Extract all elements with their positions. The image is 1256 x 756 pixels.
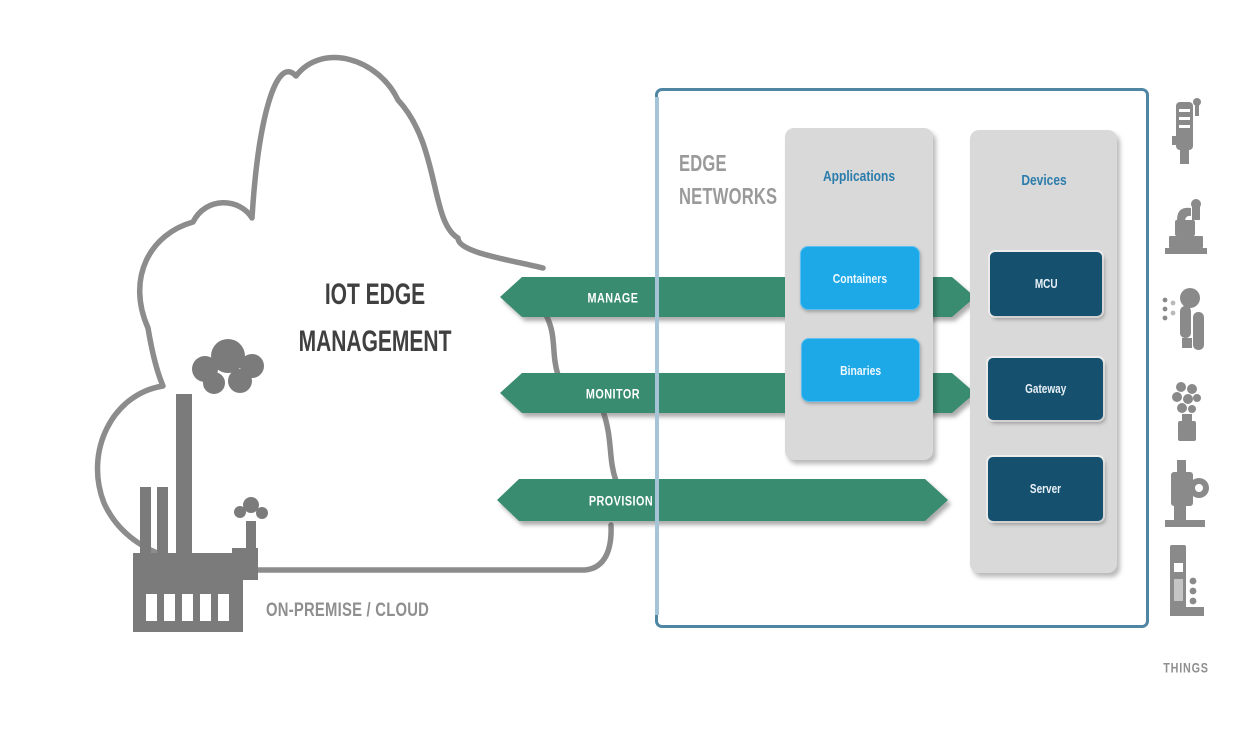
- pump-icon: [1165, 460, 1209, 527]
- edge-networks-label-line2: NETWORKS: [679, 183, 778, 209]
- robot-arm-icon: [1165, 199, 1207, 254]
- controller-icon: [1170, 545, 1204, 616]
- things-label: THINGS: [1163, 660, 1209, 676]
- wireless-meter-icon: [1172, 98, 1201, 164]
- containers-label: Containers: [832, 270, 888, 286]
- server-label: Server: [1029, 482, 1062, 496]
- edge-networks-label: EDGE NETWORKS: [679, 147, 777, 213]
- sensor-cluster-icon: [1172, 382, 1201, 441]
- motor-sensor-icon: [1162, 288, 1204, 350]
- devices-panel: Devices MCU Gateway Server: [970, 130, 1117, 573]
- connector-manage-monitor: [543, 312, 561, 378]
- binaries-box: Binaries: [801, 338, 920, 402]
- cloud-title-line1: IOT EDGE: [324, 278, 426, 311]
- connector-monitor-provision: [600, 408, 619, 484]
- mcu-label: MCU: [1034, 277, 1058, 291]
- server-box: Server: [988, 457, 1103, 521]
- mcu-box: MCU: [990, 252, 1102, 316]
- binaries-label: Binaries: [839, 362, 882, 378]
- applications-panel: Applications Containers Binaries: [785, 128, 933, 460]
- things-column: [1152, 88, 1222, 688]
- cloud-title: IOT EDGE MANAGEMENT: [299, 271, 452, 365]
- provision-arrow-label: PROVISION: [588, 493, 654, 509]
- cloud-title-line2: MANAGEMENT: [298, 325, 452, 358]
- manage-arrow-label: MANAGE: [587, 290, 639, 306]
- gateway-box: Gateway: [988, 358, 1103, 420]
- edge-box-left-border: [655, 97, 659, 615]
- gateway-label: Gateway: [1024, 382, 1067, 396]
- containers-box: Containers: [800, 246, 920, 310]
- factory-icon: [133, 339, 268, 632]
- devices-title: Devices: [1020, 172, 1067, 189]
- monitor-arrow-label: MONITOR: [585, 386, 641, 402]
- on-premise-cloud-label: ON-PREMISE / CLOUD: [266, 600, 430, 621]
- applications-title: Applications: [822, 168, 896, 185]
- edge-networks-label-line1: EDGE: [679, 150, 727, 176]
